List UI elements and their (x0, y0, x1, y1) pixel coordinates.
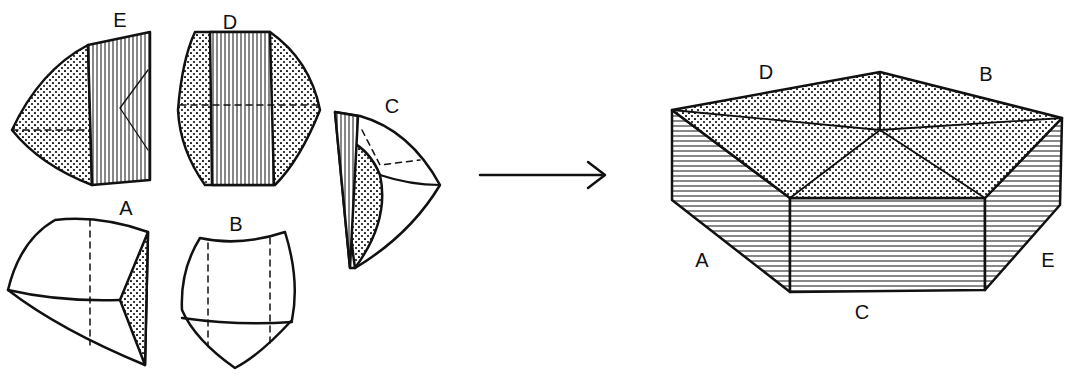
part-label: C (385, 96, 399, 116)
piece-a (8, 219, 148, 365)
piece-c (335, 112, 440, 268)
arrow (480, 162, 605, 188)
part-label: B (979, 64, 992, 84)
piece-e (12, 32, 150, 185)
part-label: A (119, 198, 132, 218)
part-label: B (229, 214, 242, 234)
part-label: D (223, 12, 237, 32)
piece-d (178, 32, 320, 185)
part-label: E (1041, 250, 1054, 270)
piece-b (182, 232, 295, 368)
part-label: E (113, 10, 126, 30)
part-label: D (759, 62, 773, 82)
part-label: A (695, 250, 708, 270)
part-label: C (855, 302, 869, 322)
assembled-prism (672, 72, 1062, 292)
